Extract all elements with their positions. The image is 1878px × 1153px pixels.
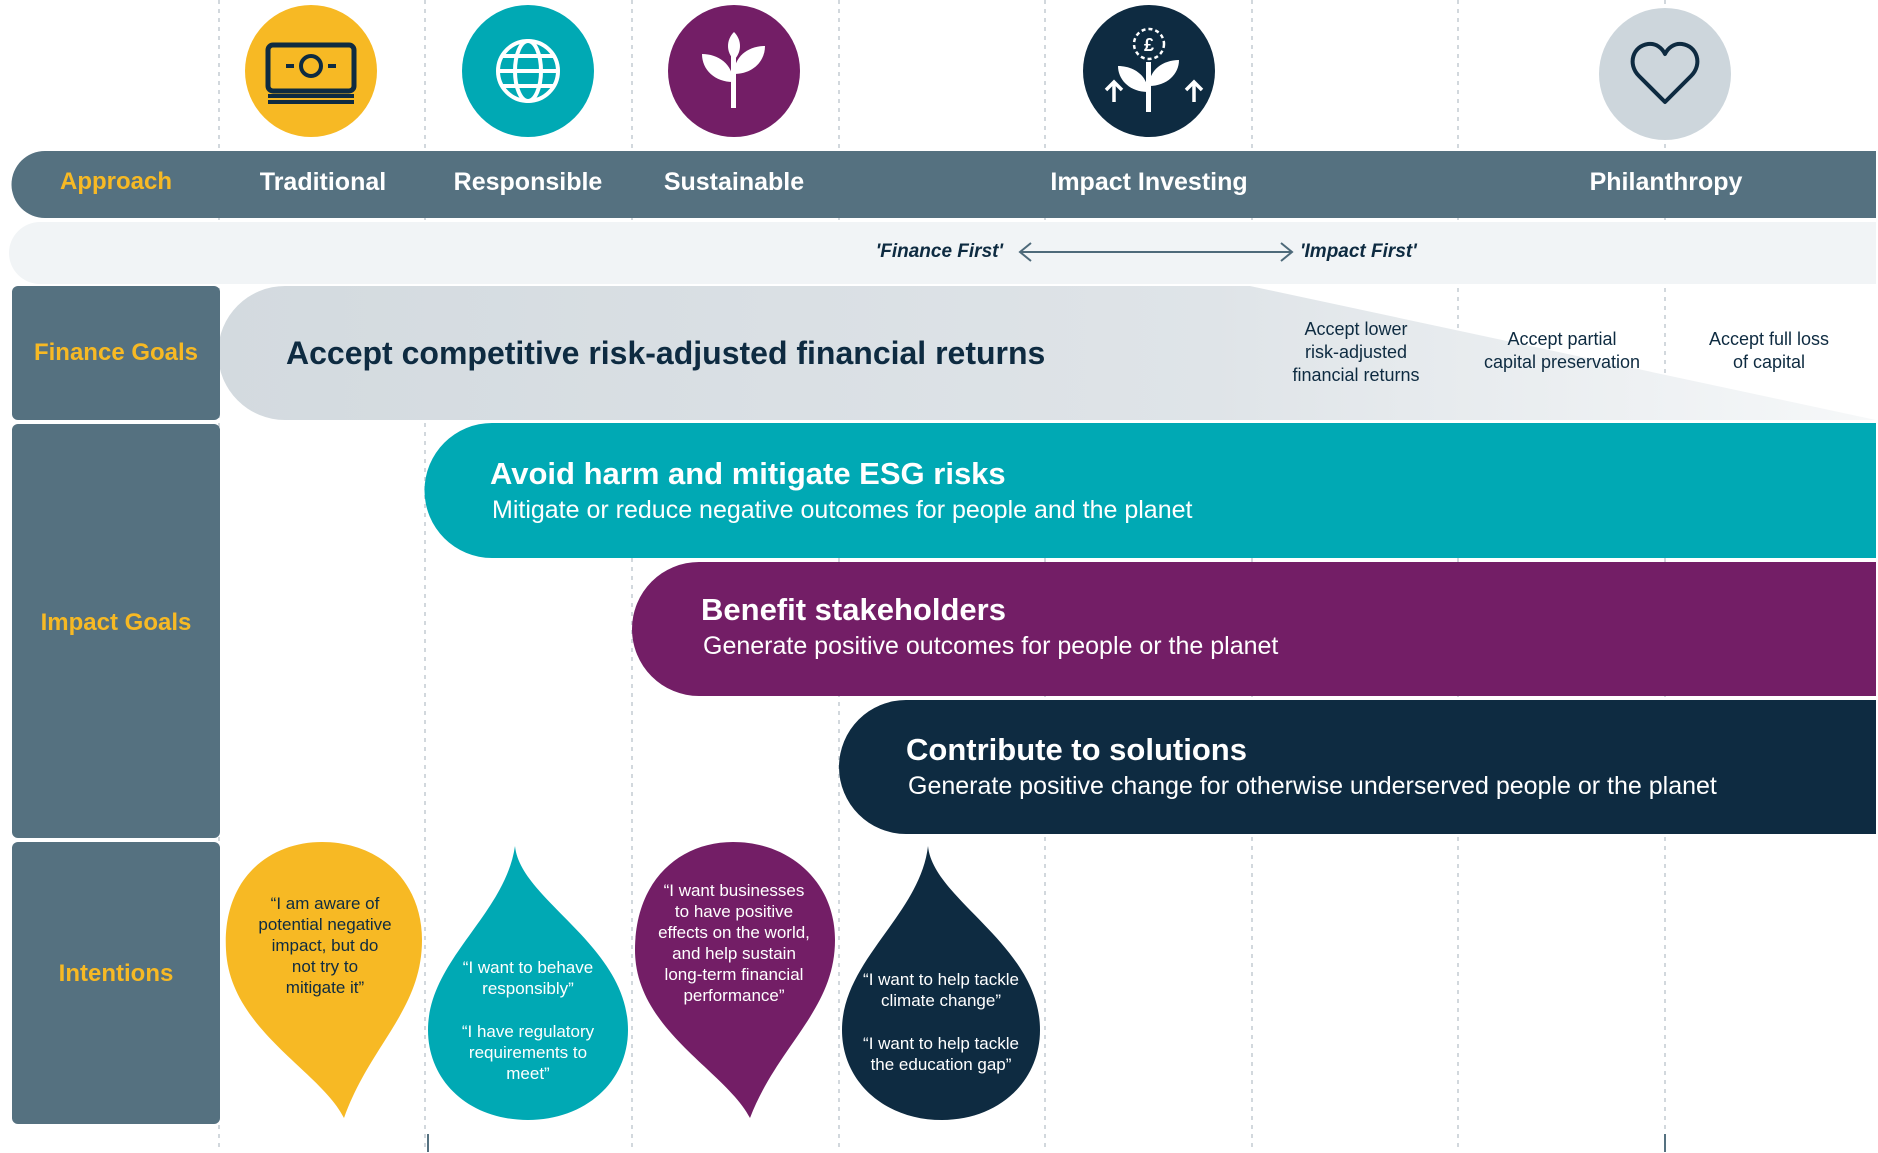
plant-icon bbox=[668, 5, 800, 137]
approach-traditional: Traditional bbox=[259, 168, 387, 196]
intention-impact: “I want to help tackle climate change” “… bbox=[863, 970, 1019, 1074]
band-avoid-harm bbox=[424, 423, 1876, 558]
finance-first-label: 'Finance First' bbox=[875, 241, 1003, 262]
intention-drop-traditional bbox=[225, 842, 422, 1118]
orientation-strip bbox=[9, 222, 1876, 284]
intention-responsible: “I want to behave responsibly” “I have r… bbox=[461, 957, 595, 1083]
finance-goals-label: Finance Goals bbox=[33, 339, 199, 366]
intention-sustainable: “I want businesses to have positive effe… bbox=[658, 881, 810, 1005]
approach-label: Approach bbox=[59, 168, 173, 195]
impact-goals-label: Impact Goals bbox=[40, 609, 192, 636]
approach-philanthropy: Philanthropy bbox=[1589, 168, 1743, 196]
intention-drop-impact bbox=[842, 846, 1040, 1120]
finance-goals-panel bbox=[12, 286, 220, 420]
intentions-panel bbox=[12, 842, 220, 1124]
impact-growth-icon: £ bbox=[1083, 5, 1215, 137]
double-arrow-icon bbox=[1018, 242, 1294, 262]
band-contribute-solutions bbox=[839, 700, 1876, 834]
finance-goal-main: Accept competitive risk-adjusted financi… bbox=[286, 335, 1046, 371]
benefit-stakeholders-title: Benefit stakeholders bbox=[701, 592, 1006, 627]
avoid-harm-title: Avoid harm and mitigate ESG risks bbox=[490, 456, 1006, 491]
contribute-solutions-subtitle: Generate positive change for otherwise u… bbox=[908, 772, 1717, 800]
finance-goals-band bbox=[218, 286, 1876, 420]
intention-drop-responsible bbox=[428, 846, 628, 1120]
approach-responsible: Responsible bbox=[453, 168, 603, 196]
band-benefit-stakeholders bbox=[632, 562, 1876, 696]
intention-traditional: “I am aware of potential negative impact… bbox=[258, 893, 392, 997]
svg-text:£: £ bbox=[1144, 35, 1154, 55]
heart-icon bbox=[1599, 8, 1731, 140]
approach-impact-investing: Impact Investing bbox=[1050, 168, 1248, 196]
cash-icon bbox=[245, 5, 377, 137]
finance-goal-full-loss: Accept full loss of capital bbox=[1708, 329, 1830, 372]
intention-drop-sustainable bbox=[635, 842, 835, 1118]
approach-bar bbox=[11, 151, 1876, 218]
approach-sustainable: Sustainable bbox=[663, 168, 805, 196]
intentions-label: Intentions bbox=[58, 960, 174, 987]
avoid-harm-subtitle: Mitigate or reduce negative outcomes for… bbox=[492, 496, 1193, 524]
impact-goals-panel bbox=[12, 424, 220, 838]
benefit-stakeholders-subtitle: Generate positive outcomes for people or… bbox=[703, 632, 1279, 660]
globe-icon bbox=[462, 5, 594, 137]
contribute-solutions-title: Contribute to solutions bbox=[906, 732, 1247, 767]
impact-first-label: 'Impact First' bbox=[1300, 241, 1417, 262]
finance-goal-partial-preservation: Accept partial capital preservation bbox=[1483, 329, 1641, 372]
bottom-bracket bbox=[427, 1134, 1666, 1152]
finance-goal-lower-returns: Accept lower risk-adjusted financial ret… bbox=[1292, 319, 1420, 385]
